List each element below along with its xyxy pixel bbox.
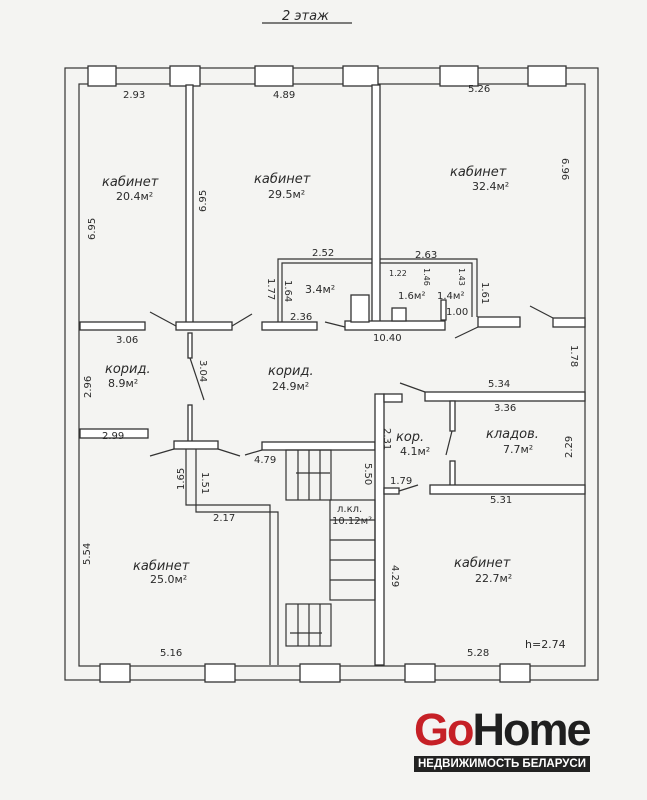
room-area: 25.0м² <box>150 573 187 586</box>
staircase <box>285 449 376 647</box>
room-name: кабинет <box>133 559 190 574</box>
room-name: кабинет <box>254 172 311 187</box>
room-area: 22.7м² <box>475 572 512 585</box>
room-name: л.кл. <box>337 504 362 515</box>
room-area: 8.9м² <box>108 377 138 390</box>
dimension-label: 1.46 <box>422 268 431 286</box>
dimension-label: 10.40 <box>373 333 402 344</box>
dimension-label: 2.63 <box>415 250 437 261</box>
dimension-label: 1.77 <box>265 278 276 300</box>
ceiling-height: h=2.74 <box>525 638 566 651</box>
room-name: корид. <box>105 362 151 377</box>
dimension-label: 1.43 <box>457 268 466 286</box>
dimension-label: 1.00 <box>446 307 468 318</box>
room-name: корид. <box>268 364 314 379</box>
room-area: 20.4м² <box>116 190 153 203</box>
dimension-label: 2.31 <box>381 428 392 450</box>
dimension-label: 6.95 <box>87 218 98 240</box>
dimension-label: 1.51 <box>199 472 210 494</box>
room-name: кабинет <box>450 165 507 180</box>
gohome-logo: GoHome НЕДВИЖИМОСТЬ БЕЛАРУСИ <box>414 707 604 772</box>
room-area: 7.7м² <box>503 443 533 456</box>
room-area: 10.12м² <box>332 516 372 527</box>
dimension-label: 6.95 <box>198 190 209 212</box>
wc-area: 3.4м² <box>305 283 335 296</box>
interior-walls <box>79 84 586 666</box>
dimension-label: 5.31 <box>490 495 512 506</box>
dimension-label: 1.79 <box>390 476 412 487</box>
wc-area: 1.4м² <box>437 291 464 302</box>
dimension-label: 3.06 <box>116 335 138 346</box>
dimension-label: 2.17 <box>213 513 235 524</box>
dimension-label: 1.22 <box>389 269 407 278</box>
logo-home: Home <box>472 704 592 755</box>
dimension-label: 1.65 <box>176 468 187 490</box>
wc-area: 1.6м² <box>398 291 425 302</box>
dimension-label: 5.50 <box>362 463 373 485</box>
dimension-label: 2.36 <box>290 312 312 323</box>
dimension-label: 5.16 <box>160 648 182 659</box>
dimension-label: 5.26 <box>468 84 490 95</box>
dimension-label: 1.64 <box>282 280 293 302</box>
dimension-label: 3.36 <box>494 403 516 414</box>
floor-title: 2 этаж <box>282 9 329 24</box>
dimension-label: 5.28 <box>467 648 489 659</box>
room-name: кабинет <box>102 175 159 190</box>
room-area: 4.1м² <box>400 445 430 458</box>
room-area: 29.5м² <box>268 188 305 201</box>
dimension-label: 5.34 <box>488 379 510 390</box>
dimension-label: 1.78 <box>568 345 579 367</box>
dimension-label: 1.61 <box>479 282 490 304</box>
logo-tagline: НЕДВИЖИМОСТЬ БЕЛАРУСИ <box>414 756 590 772</box>
room-area: 32.4м² <box>472 180 509 193</box>
dimension-label: 3.04 <box>197 360 208 382</box>
outer-walls <box>64 65 599 683</box>
dimension-labels: 2.93 4.89 5.26 6.95 6.95 6.96 2.52 2.63 … <box>82 84 579 659</box>
dimension-label: 2.99 <box>102 431 124 442</box>
dimension-label: 4.29 <box>389 565 400 587</box>
dimension-label: 5.54 <box>82 543 93 565</box>
dimension-label: 2.29 <box>564 436 575 458</box>
logo-go: Go <box>414 704 474 755</box>
dimension-label: 4.89 <box>273 90 295 101</box>
dimension-label: 2.52 <box>312 248 334 259</box>
room-name: кор. <box>396 430 424 445</box>
dimension-label: 4.79 <box>254 455 276 466</box>
room-name: кабинет <box>454 556 511 571</box>
dimension-label: 2.93 <box>123 90 145 101</box>
room-name: кладов. <box>486 427 539 442</box>
dimension-label: 6.96 <box>559 158 570 180</box>
dimension-label: 2.96 <box>83 376 94 398</box>
room-area: 24.9м² <box>272 380 309 393</box>
